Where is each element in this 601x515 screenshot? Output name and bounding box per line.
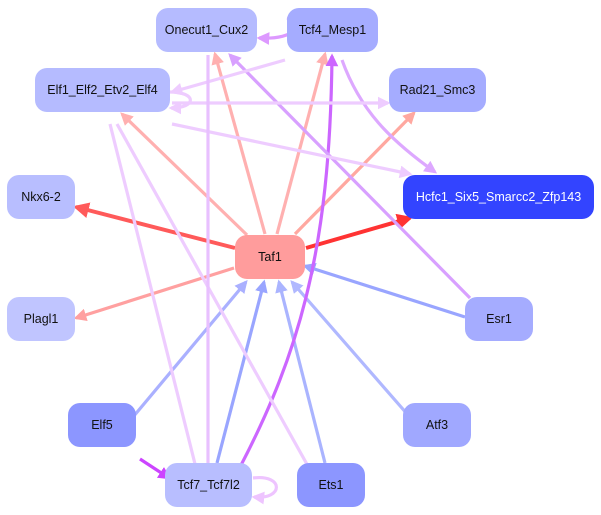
node-onecut1[interactable]: Onecut1_Cux2 xyxy=(156,8,257,52)
edge-tcf4-to-hcfc1 xyxy=(340,59,438,174)
node-rad21[interactable]: Rad21_Smc3 xyxy=(389,68,486,112)
edge-elf1-to-hcfc1 xyxy=(171,122,413,179)
node-tcf7[interactable]: Tcf7_Tcf7l2 xyxy=(165,463,252,507)
node-tcf4[interactable]: Tcf4_Mesp1 xyxy=(287,8,378,52)
edge-elf1-to-ets1 xyxy=(115,123,320,487)
node-label: Ets1 xyxy=(318,478,344,492)
edge-esr1-to-taf1 xyxy=(302,263,466,319)
node-hcfc1[interactable]: Hcfc1_Six5_Smarcc2_Zfp143 xyxy=(403,175,594,219)
edge-tcf7-to-tcf7 xyxy=(251,476,278,505)
node-ets1[interactable]: Ets1 xyxy=(297,463,365,507)
node-label: Esr1 xyxy=(486,312,512,326)
node-elf5[interactable]: Elf5 xyxy=(68,403,136,447)
node-atf3[interactable]: Atf3 xyxy=(403,403,471,447)
node-label: Rad21_Smc3 xyxy=(399,83,476,97)
edge-elf5-to-tcf7 xyxy=(139,457,172,480)
edge-ets1-to-taf1 xyxy=(275,279,327,464)
edge-taf1-to-nkx62 xyxy=(72,202,236,250)
node-label: Hcfc1_Six5_Smarcc2_Zfp143 xyxy=(415,190,582,204)
node-label: Taf1 xyxy=(258,250,282,264)
node-esr1[interactable]: Esr1 xyxy=(465,297,533,341)
edge-taf1-to-onecut1 xyxy=(211,51,267,235)
edge-atf3-to-taf1 xyxy=(290,280,417,425)
node-nkx62[interactable]: Nkx6-2 xyxy=(7,175,75,219)
node-label: Atf3 xyxy=(425,418,449,432)
node-label: Tcf4_Mesp1 xyxy=(298,23,367,37)
node-label: Tcf7_Tcf7l2 xyxy=(177,478,240,492)
node-plagl1[interactable]: Plagl1 xyxy=(7,297,75,341)
node-elf1[interactable]: Elf1_Elf2_Etv2_Elf4 xyxy=(35,68,170,112)
edge-tcf7-to-taf1 xyxy=(215,279,268,464)
edge-elf5-to-taf1 xyxy=(126,280,248,425)
edge-tcf7-to-tcf4 xyxy=(224,53,339,494)
edge-taf1-to-tcf4 xyxy=(275,51,329,235)
edge-elf1-to-elf1 xyxy=(168,90,192,115)
node-label: Elf1_Elf2_Etv2_Elf4 xyxy=(47,83,158,97)
edge-taf1-to-elf1 xyxy=(120,112,249,237)
edge-tcf4-to-elf1 xyxy=(169,58,286,96)
node-label: Elf5 xyxy=(91,418,113,432)
edge-taf1-to-hcfc1 xyxy=(305,213,414,250)
edge-elf1-to-tcf7 xyxy=(108,123,204,487)
node-label: Nkx6-2 xyxy=(21,190,61,204)
node-label: Onecut1_Cux2 xyxy=(164,23,249,37)
edge-esr1-to-onecut1 xyxy=(228,53,472,300)
node-label: Plagl1 xyxy=(23,312,59,326)
node-taf1[interactable]: Taf1 xyxy=(235,235,305,279)
edge-taf1-to-rad21 xyxy=(293,111,416,236)
